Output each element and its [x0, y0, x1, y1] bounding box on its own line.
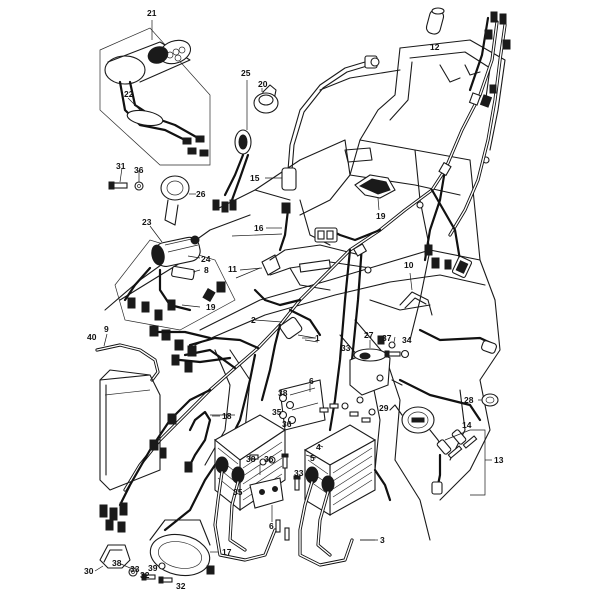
- harness-top-connectors: [479, 11, 511, 108]
- callout-18: 18: [222, 411, 232, 421]
- part-23-24-ignition-unit: [114, 225, 236, 331]
- battery-box: [99, 369, 161, 491]
- callout-25: 25: [241, 68, 251, 78]
- part-26-31-36-bracket: [108, 167, 196, 226]
- part-11-connector-block: [239, 227, 338, 276]
- callout-30: 30: [84, 566, 94, 576]
- callout-13: 13: [494, 455, 504, 465]
- reflector-grill-icon: [166, 46, 186, 62]
- callout-1: 1: [315, 333, 320, 343]
- mid-left-connectors: [149, 325, 232, 373]
- key-icon: [436, 429, 478, 459]
- callout-leaders: [210, 233, 375, 541]
- callout-32b: 32: [176, 581, 186, 591]
- callout-37: 37: [382, 333, 392, 343]
- callout-labels: 1 2 3 4 5 6 6 8 9 10 11 12 13 14 15 16 1…: [84, 8, 504, 591]
- callout-3: 3: [380, 535, 385, 545]
- part-16-wire: [266, 202, 291, 252]
- callout-14: 14: [462, 420, 472, 430]
- part-10-clip: [399, 272, 433, 316]
- callout-6a: 6: [309, 376, 314, 386]
- callout-2: 2: [251, 315, 256, 325]
- callout-39: 39: [148, 563, 158, 573]
- callout-11: 11: [228, 264, 237, 274]
- part-17-rear-cover: [149, 519, 220, 577]
- part-12-sleeve: [425, 7, 445, 35]
- callout-33b: 33: [294, 468, 304, 478]
- lower-left-connectors: [99, 413, 177, 533]
- part-30-38-32-hardware: [94, 544, 173, 584]
- callout-38b: 38: [246, 454, 256, 464]
- callout-36a: 36: [134, 165, 144, 175]
- callout-35b: 35: [233, 487, 243, 497]
- callout-19a: 19: [206, 302, 216, 312]
- callout-26: 26: [196, 189, 206, 199]
- part-34-37-bolts: [384, 336, 410, 359]
- callout-6b: 6: [269, 521, 274, 531]
- part-9-tube: [95, 333, 160, 382]
- callout-8: 8: [204, 265, 209, 275]
- callout-15: 15: [250, 173, 260, 183]
- callout-19b: 19: [376, 211, 386, 221]
- callout-17: 17: [222, 547, 232, 557]
- right-switch-assembly: [424, 244, 497, 354]
- callout-36b: 36: [282, 419, 292, 429]
- part-18-wire: [184, 410, 220, 473]
- callout-33c: 33: [130, 564, 140, 574]
- part-21-22-inset: [99, 20, 211, 166]
- callout-36c: 36: [264, 454, 274, 464]
- callout-12: 12: [430, 42, 440, 52]
- callout-40: 40: [87, 332, 97, 342]
- part-28-grommet: [478, 393, 499, 407]
- callout-28: 28: [464, 395, 474, 405]
- ignition-coil-right: [298, 424, 392, 567]
- callout-21: 21: [147, 8, 157, 18]
- callout-10: 10: [404, 260, 414, 270]
- part-15-meter-cable: [265, 55, 380, 191]
- callout-22: 22: [124, 89, 134, 99]
- callout-31: 31: [116, 161, 126, 171]
- callout-38a: 38: [278, 388, 288, 398]
- callout-34: 34: [402, 335, 412, 345]
- part-13-14-ignition-switch: [389, 404, 492, 496]
- callout-35a: 35: [272, 407, 282, 417]
- callout-16: 16: [254, 223, 264, 233]
- callout-27: 27: [364, 330, 374, 340]
- callout-33a: 33: [341, 343, 351, 353]
- part-20-25-meter-wiring: [212, 80, 279, 213]
- part-19-cover: [354, 174, 396, 211]
- callout-29: 29: [379, 403, 389, 413]
- callout-38c: 38: [112, 558, 122, 568]
- callout-32a: 32: [140, 570, 150, 580]
- callout-4: 4: [316, 442, 321, 452]
- callout-24: 24: [201, 254, 211, 264]
- callout-5: 5: [310, 453, 315, 463]
- callout-20: 20: [258, 79, 268, 89]
- coil-mount-hardware: [249, 393, 376, 541]
- part-27-29-regulator: [349, 335, 403, 396]
- callout-9: 9: [104, 324, 109, 334]
- callout-23: 23: [142, 217, 152, 227]
